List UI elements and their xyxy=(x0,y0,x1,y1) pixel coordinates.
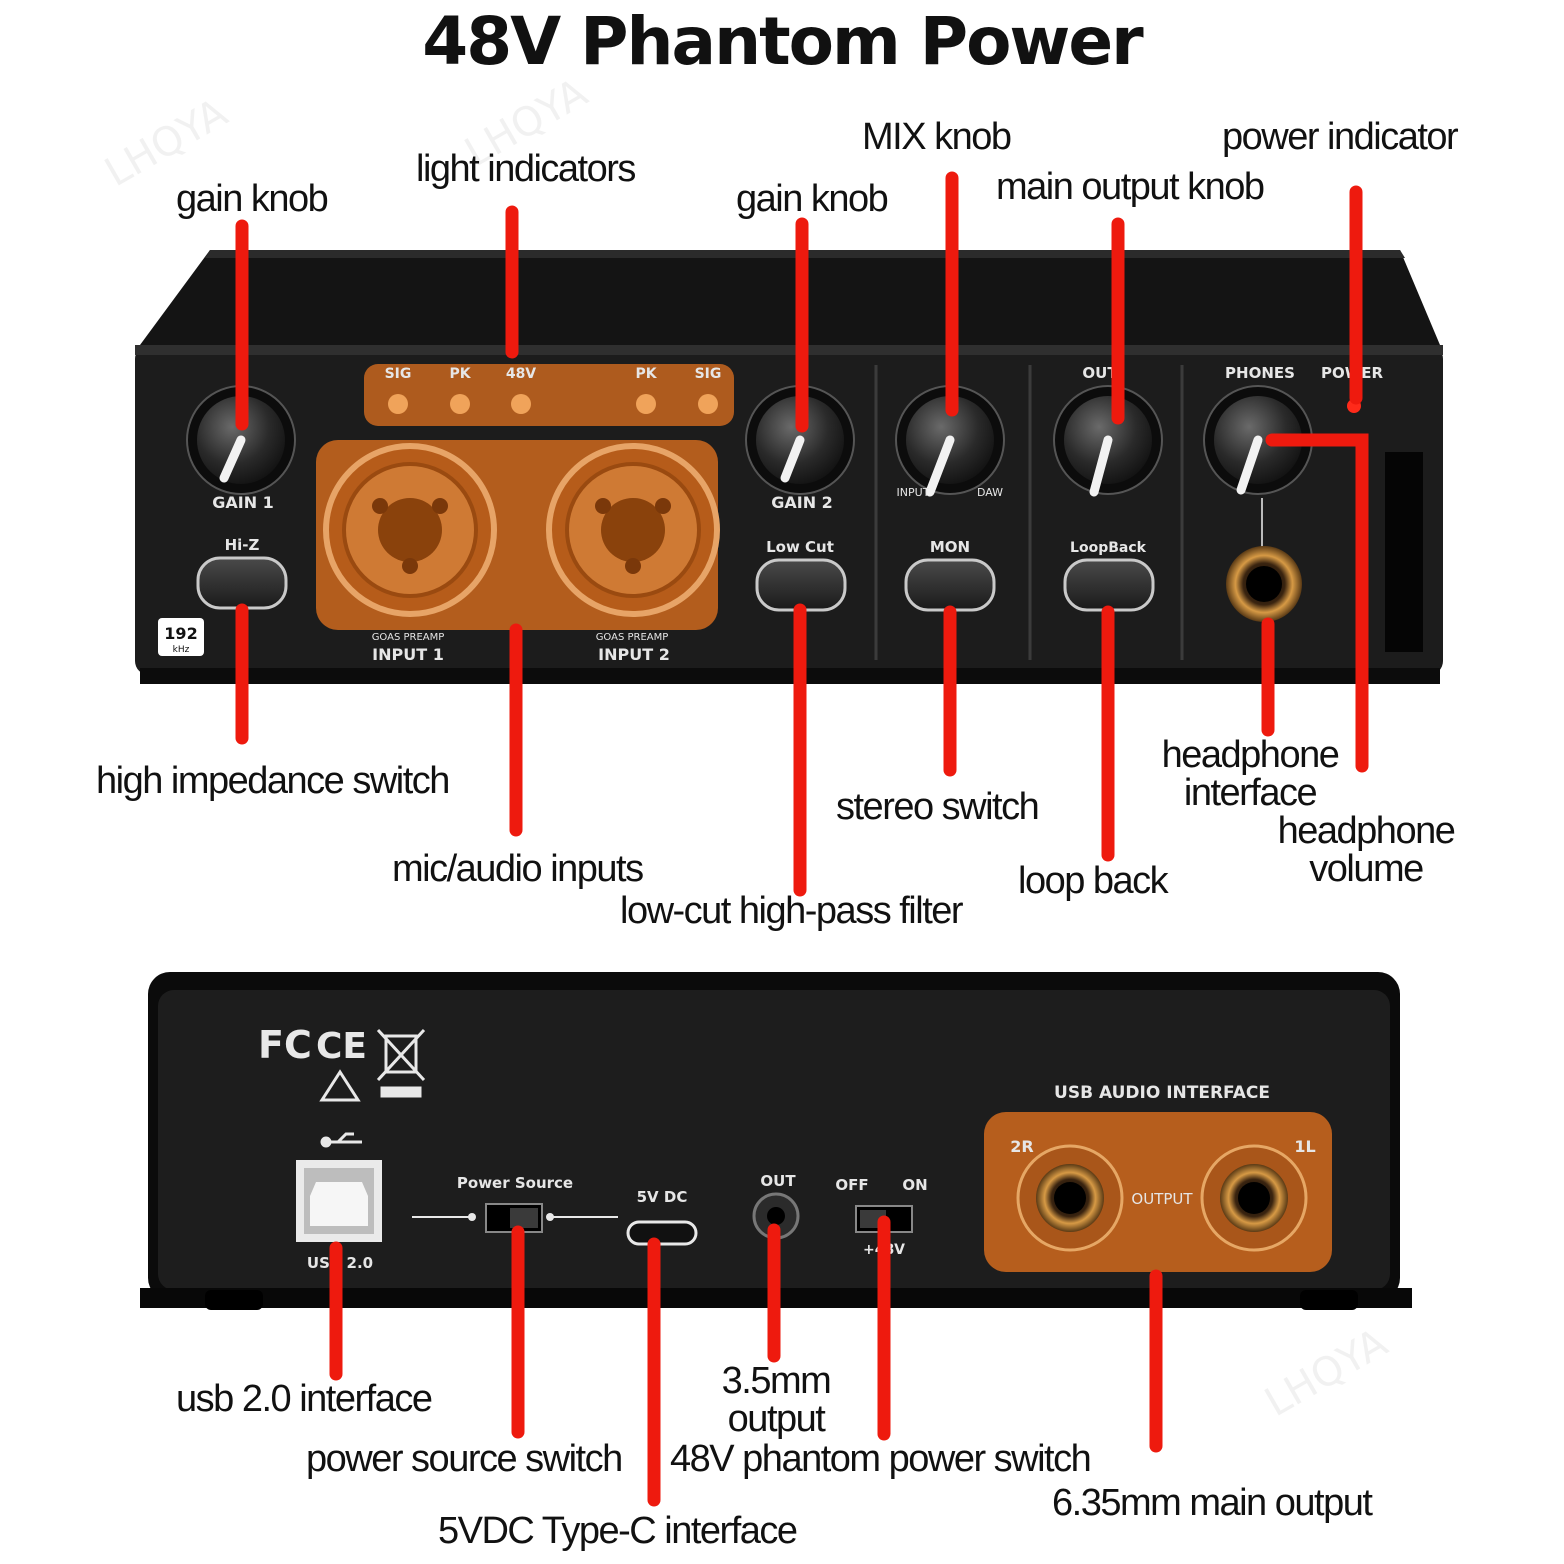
lowcut-label: Low Cut xyxy=(766,538,834,556)
mix-left-label: INPUT xyxy=(897,486,930,499)
callout-lines xyxy=(235,171,1369,1507)
front-device: SIG PK 48V PK SIG GAIN 1 Hi-Z 192 kHz xyxy=(135,250,1443,684)
callout-phantom-switch: 48V phantom power switch xyxy=(670,1438,1092,1480)
usb-b-port[interactable] xyxy=(296,1160,382,1242)
gain2-label: GAIN 2 xyxy=(771,493,833,512)
callout-light-indicators: light indicators xyxy=(416,148,636,190)
hiz-label: Hi-Z xyxy=(225,536,260,554)
callout-mix-knob: MIX knob xyxy=(862,116,1012,158)
out-label: OUT xyxy=(1082,364,1118,382)
output-jack-1l[interactable] xyxy=(1200,1144,1308,1252)
dc-label: 5V DC xyxy=(637,1188,688,1206)
led-pk-1 xyxy=(450,394,470,414)
fcc-mark: FC xyxy=(258,1023,312,1067)
lowcut-button[interactable] xyxy=(755,558,847,612)
led-sig-1 xyxy=(388,394,408,414)
callout-low-cut-filter: low-cut high-pass filter xyxy=(620,890,964,932)
input1-label: INPUT 1 xyxy=(372,645,444,664)
ce-mark: CE xyxy=(316,1026,367,1067)
callout-headphone-interface-line2: interface xyxy=(1183,772,1318,814)
callout-power-indicator: power indicator xyxy=(1222,116,1459,158)
preamp-label: GOAS PREAMP xyxy=(372,632,445,643)
mix-right-label: DAW xyxy=(977,486,1003,499)
out-35-label: OUT xyxy=(760,1172,796,1190)
callout-gain-knob-2: gain knob xyxy=(736,178,889,220)
weee-icon xyxy=(376,1028,426,1098)
mix-knob[interactable] xyxy=(895,385,1005,497)
callout-gain-knob-1: gain knob xyxy=(176,178,329,220)
usb-icon xyxy=(320,1132,362,1148)
phones-label: PHONES xyxy=(1225,364,1295,382)
page-title: 48V Phantom Power xyxy=(422,3,1143,80)
line-headphone-volume xyxy=(1265,433,1369,773)
hiz-button[interactable] xyxy=(196,556,288,610)
callout-high-impedance-switch: high impedance switch xyxy=(96,760,450,802)
preamp-label: GOAS PREAMP xyxy=(596,632,669,643)
interface-name: USB AUDIO INTERFACE xyxy=(1054,1083,1270,1103)
led-sig-2 xyxy=(698,394,718,414)
headphone-volume-knob[interactable] xyxy=(1203,385,1313,495)
input1-combo-jack[interactable] xyxy=(323,443,497,617)
chassis-top xyxy=(140,250,1440,345)
callout-loop-back: loop back xyxy=(1018,860,1169,902)
loopback-label: LoopBack xyxy=(1070,540,1147,556)
callout-headphone-volume-line2: volume xyxy=(1309,848,1424,890)
callout-main-output-knob: main output knob xyxy=(996,166,1265,208)
input2-label: INPUT 2 xyxy=(598,645,670,664)
callout-power-source-switch: power source switch xyxy=(306,1438,623,1480)
sample-rate-value: 192 xyxy=(164,624,197,643)
off-label: OFF xyxy=(835,1176,868,1194)
gain1-label: GAIN 1 xyxy=(212,493,274,512)
callout-headphone-volume: headphone volume xyxy=(1266,812,1466,888)
indicator-highlight xyxy=(364,364,734,426)
headphone-jack[interactable] xyxy=(1226,546,1302,622)
loopback-button[interactable] xyxy=(1063,558,1155,612)
callout-stereo-switch: stereo switch xyxy=(836,786,1040,828)
ch-r-label: 2R xyxy=(1010,1137,1033,1156)
callout-35mm-output: 3.5mm output xyxy=(676,1362,876,1438)
callout-mic-audio-inputs: mic/audio inputs xyxy=(392,848,644,890)
callout-type-c: 5VDC Type-C interface xyxy=(438,1510,798,1552)
callout-headphone-interface-line1: headphone xyxy=(1161,734,1340,776)
main-output-knob[interactable] xyxy=(1053,385,1163,497)
gain1-knob[interactable] xyxy=(186,385,296,495)
callout-main-output: 6.35mm main output xyxy=(1052,1482,1373,1524)
input2-combo-jack[interactable] xyxy=(546,443,720,617)
indicator-label: PK xyxy=(449,366,471,382)
sample-rate-badge xyxy=(158,618,204,656)
callout-35mm-line1: 3.5mm xyxy=(721,1360,832,1402)
indicator-label: PK xyxy=(635,366,657,382)
output-jack-2r[interactable] xyxy=(1016,1144,1124,1252)
ch-l-label: 1L xyxy=(1294,1137,1315,1156)
output-label: OUTPUT xyxy=(1131,1190,1193,1208)
mon-button[interactable] xyxy=(904,558,996,612)
gain2-knob[interactable] xyxy=(745,385,855,495)
type-c-port[interactable] xyxy=(626,1220,698,1246)
rear-device: FC CE USB 2.0 Power Source xyxy=(140,972,1412,1310)
mon-label: MON xyxy=(930,538,970,556)
led-48v xyxy=(511,394,531,414)
callout-35mm-line2: output xyxy=(727,1398,826,1440)
callout-headphone-interface: headphone interface xyxy=(1150,736,1350,812)
rcm-icon xyxy=(319,1069,361,1102)
indicator-label: SIG xyxy=(385,366,412,382)
callout-headphone-volume-line1: headphone xyxy=(1277,810,1456,852)
sample-rate-unit: kHz xyxy=(173,645,190,655)
power-source-label: Power Source xyxy=(457,1174,573,1192)
indicator-label: 48V xyxy=(506,366,536,382)
indicator-label: SIG xyxy=(695,366,722,382)
on-label: ON xyxy=(902,1176,927,1194)
led-pk-2 xyxy=(636,394,656,414)
callout-usb-interface: usb 2.0 interface xyxy=(176,1378,433,1420)
